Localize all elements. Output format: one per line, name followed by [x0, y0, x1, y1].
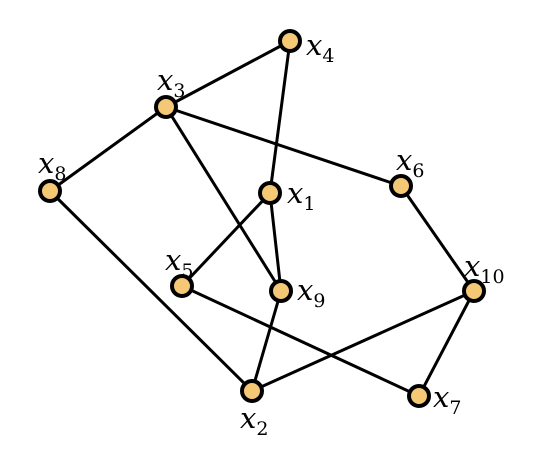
edge-x3-x4	[164, 39, 292, 109]
edge-x6-x10	[399, 184, 476, 293]
node-label-x1: x1	[287, 176, 315, 215]
labels-layer: x1 x2 x3 x4 x5 x6 x7 x8 x9 x10	[38, 28, 505, 440]
node-label-x7: x7	[433, 380, 461, 419]
edge-x3-x8	[48, 105, 168, 193]
node-x5	[170, 274, 194, 298]
node-label-x5: x5	[165, 243, 193, 282]
edge-x1-x5	[180, 191, 272, 288]
node-x2	[240, 379, 264, 403]
node-x10	[462, 279, 486, 303]
node-label-x6: x6	[396, 143, 424, 182]
edge-x4-x1	[268, 39, 292, 195]
node-x9	[269, 279, 293, 303]
edge-x9-x2	[250, 289, 283, 393]
edge-x3-x6	[164, 105, 403, 188]
node-label-x2: x2	[240, 401, 268, 440]
node-label-x3: x3	[157, 63, 185, 102]
edges-layer	[48, 39, 476, 398]
node-x6	[389, 174, 413, 198]
edge-x1-x9	[268, 191, 283, 293]
node-label-x8: x8	[38, 146, 66, 185]
edge-x3-x9	[164, 105, 283, 293]
edge-x5-x7	[180, 284, 421, 398]
node-x1	[258, 181, 282, 205]
node-label-x4: x4	[306, 28, 334, 67]
edge-x10-x7	[417, 289, 476, 398]
node-x4	[278, 29, 302, 53]
node-x7	[407, 384, 431, 408]
nodes-layer	[38, 29, 486, 408]
edge-x2-x10	[250, 289, 476, 393]
node-x3	[154, 95, 178, 119]
node-x8	[38, 179, 62, 203]
node-label-x9: x9	[297, 273, 325, 312]
node-label-x10: x10	[464, 249, 505, 288]
edge-x8-x2	[48, 189, 254, 393]
